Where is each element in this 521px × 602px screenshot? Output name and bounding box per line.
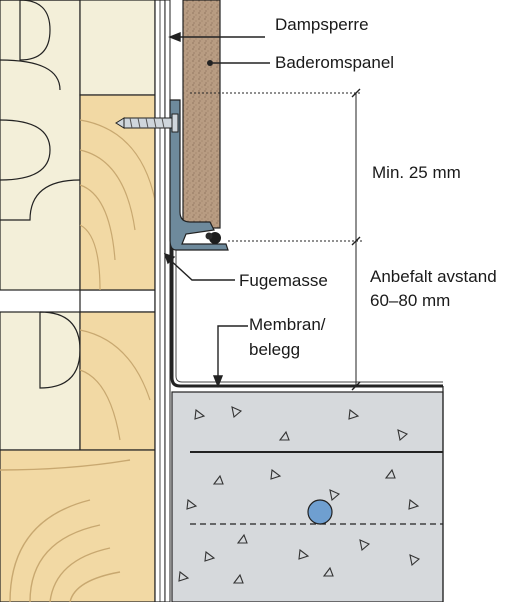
dimension-lines <box>190 88 362 391</box>
membrane <box>170 100 443 388</box>
wall-board-gap-strip <box>79 289 156 313</box>
wall-board-upper <box>79 0 156 96</box>
bottom-plate <box>0 449 156 602</box>
label-membran: Membran/ <box>249 315 326 334</box>
screw-icon <box>115 113 179 133</box>
label-60-80mm: 60–80 mm <box>370 291 450 310</box>
wood-stud-lower <box>79 311 156 451</box>
label-fugemasse: Fugemasse <box>239 271 328 290</box>
insulation-upper <box>0 0 81 291</box>
label-dampsperre: Dampsperre <box>275 15 369 34</box>
concrete-slab <box>171 391 444 602</box>
pipe <box>307 499 333 525</box>
label-baderomspanel: Baderomspanel <box>275 53 394 72</box>
leaders <box>163 31 270 388</box>
insulation-lower <box>0 311 81 451</box>
label-min-25mm: Min. 25 mm <box>372 163 461 182</box>
vapor-barrier-layers <box>154 0 171 602</box>
bathroom-panel <box>182 0 221 229</box>
label-anbefalt-avstand: Anbefalt avstand <box>370 267 497 286</box>
label-belegg: belegg <box>249 340 300 359</box>
